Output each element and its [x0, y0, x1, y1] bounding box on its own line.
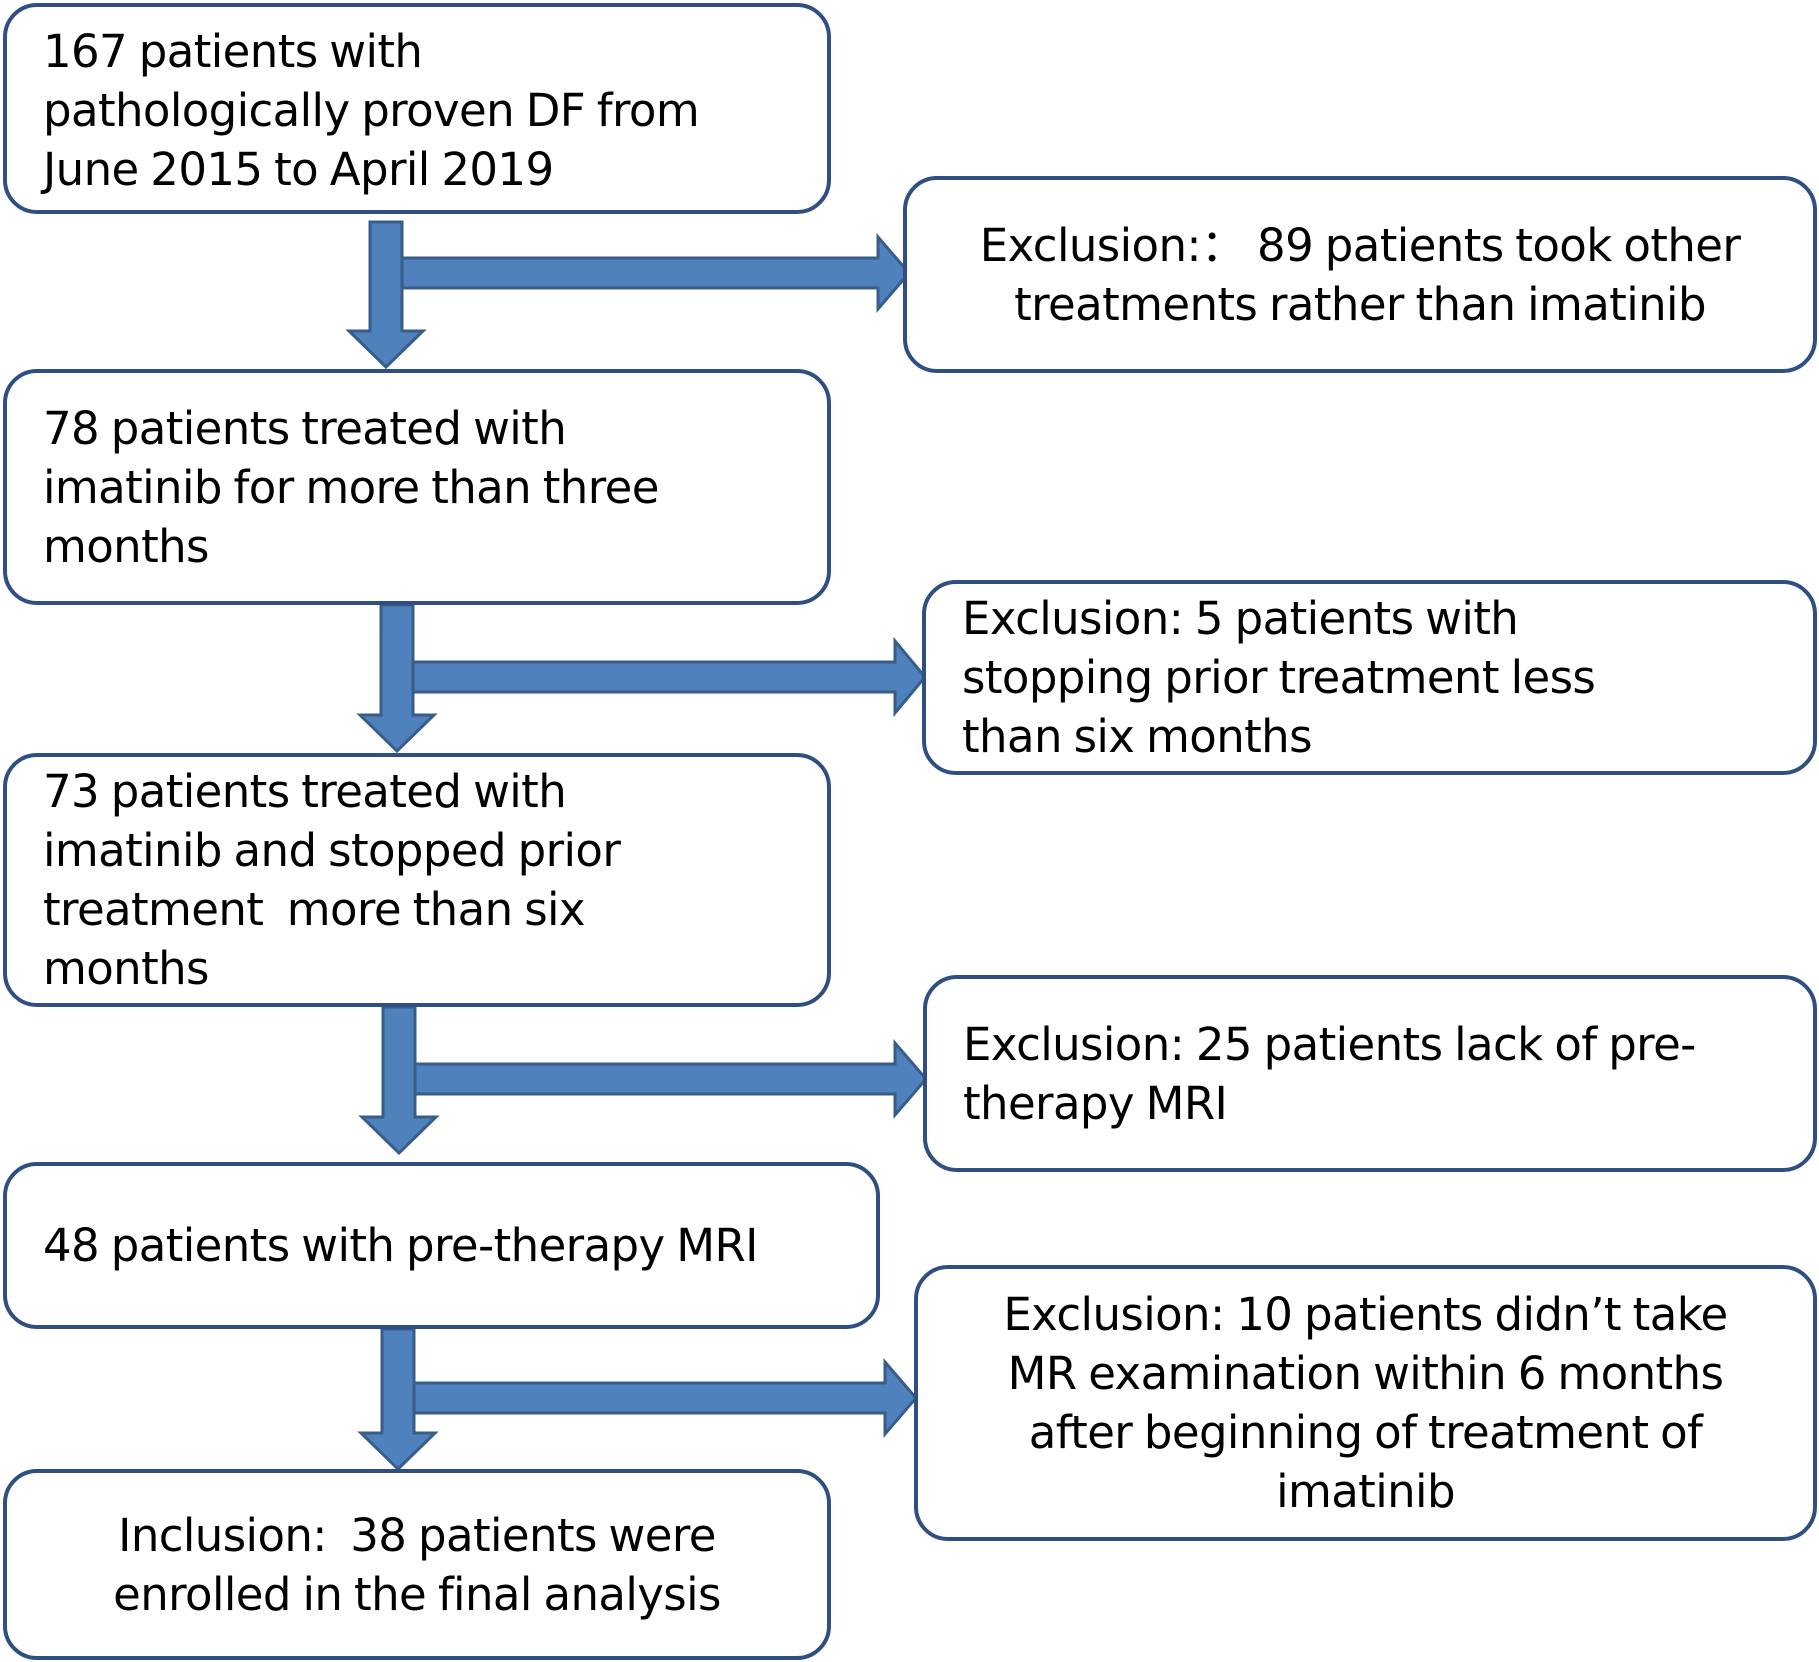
- flow-box-exclusion-2: Exclusion: 5 patients with stopping prio…: [922, 580, 1817, 775]
- down-arrow: [345, 220, 427, 370]
- flow-box-inclusion: Inclusion: 38 patients were enrolled in …: [3, 1469, 831, 1660]
- down-arrow: [356, 603, 438, 754]
- box-text-line: Exclusion: 5 patients with: [962, 592, 1519, 645]
- connector-step-4-to-5: [357, 1327, 918, 1472]
- box-text-line: 73 patients treated with: [43, 765, 567, 818]
- connector-step-3-to-4: [358, 1005, 928, 1156]
- right-arrow: [412, 1357, 918, 1439]
- box-text-line: June 2015 to April 2019: [43, 143, 554, 196]
- box-text-line: treatment more than six: [43, 883, 586, 936]
- box-text-line: 48 patients with pre-therapy MRI: [43, 1219, 758, 1272]
- box-text-line: months: [43, 942, 210, 995]
- connector-step-1-to-2: [345, 220, 911, 370]
- box-text-line: Exclusion: 25 patients lack of pre-: [963, 1017, 1696, 1071]
- box-text-line: enrolled in the final analysis: [113, 1567, 721, 1621]
- connector-step-2-to-3: [356, 603, 927, 754]
- box-text-line: stopping prior treatment less: [962, 651, 1596, 704]
- box-text-line: than six months: [962, 710, 1313, 763]
- box-text-line: therapy MRI: [963, 1076, 1228, 1130]
- box-text-line: Exclusion: 10 patients didn’t take: [1003, 1288, 1728, 1341]
- box-text-line: treatments rather than imatinib: [1014, 277, 1706, 331]
- right-arrow: [411, 636, 927, 718]
- box-text-line: months: [43, 519, 210, 573]
- box-text-line: Inclusion: 38 patients were: [118, 1508, 716, 1562]
- right-arrow: [413, 1038, 928, 1120]
- flow-box-step-1: 167 patients with pathologically proven …: [3, 3, 831, 214]
- box-text-line: 167 patients with: [43, 25, 423, 78]
- flow-box-step-2: 78 patients treated with imatinib for mo…: [3, 369, 831, 605]
- box-text-line: imatinib: [1276, 1465, 1455, 1518]
- down-arrow: [358, 1005, 440, 1156]
- box-text-line: imatinib and stopped prior: [43, 824, 621, 877]
- box-text-line: 78 patients treated with: [43, 401, 567, 455]
- flow-box-exclusion-1: Exclusion:： 89 patients took other treat…: [903, 176, 1817, 373]
- down-arrow: [357, 1327, 439, 1472]
- box-text-line: MR examination within 6 months: [1007, 1347, 1724, 1400]
- box-text-line: Exclusion:： 89 patients took other: [979, 218, 1741, 272]
- flow-box-exclusion-4: Exclusion: 10 patients didn’t take MR ex…: [914, 1265, 1817, 1541]
- box-text-line: after beginning of treatment of: [1028, 1406, 1703, 1459]
- box-text-line: pathologically proven DF from: [43, 84, 700, 137]
- flow-box-step-4: 48 patients with pre-therapy MRI: [3, 1162, 880, 1329]
- flow-box-step-3: 73 patients treated with imatinib and st…: [3, 753, 831, 1007]
- right-arrow: [400, 232, 911, 314]
- flow-box-exclusion-3: Exclusion: 25 patients lack of pre- ther…: [923, 975, 1817, 1172]
- box-text-line: imatinib for more than three: [43, 460, 659, 514]
